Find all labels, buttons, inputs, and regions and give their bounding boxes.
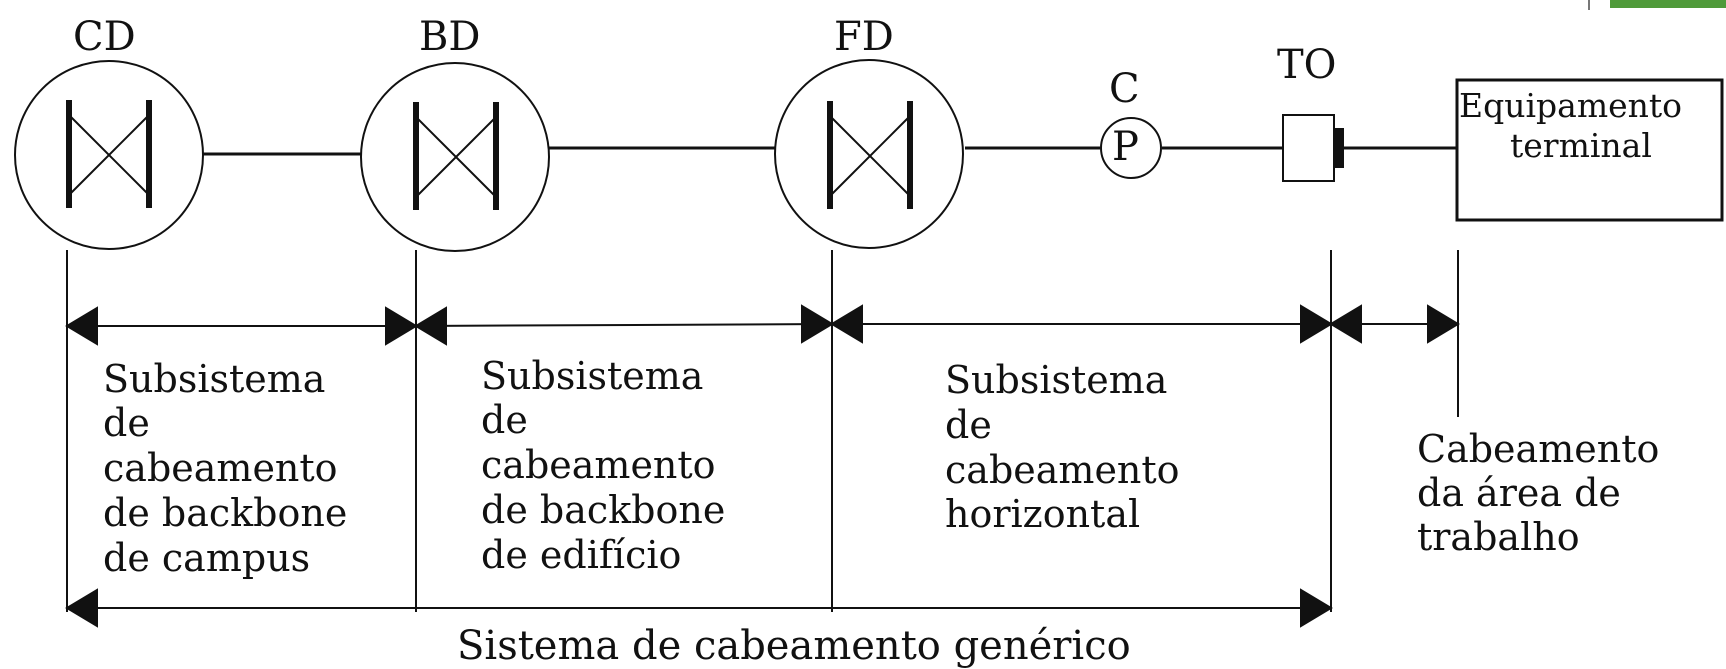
svg-text:de backbone: de backbone	[481, 488, 725, 532]
generic-system-arrow	[65, 588, 1333, 628]
terminal-label-line1: Equipamento	[1459, 86, 1682, 125]
cp-label-bottom: P	[1112, 124, 1139, 170]
fd-distributor-node	[774, 59, 964, 249]
svg-text:cabeamento: cabeamento	[481, 443, 716, 487]
svg-text:de campus: de campus	[103, 536, 310, 580]
svg-text:de backbone: de backbone	[103, 491, 347, 535]
svg-text:de: de	[103, 401, 150, 445]
boundary-lines	[66, 250, 1459, 612]
svg-text:de edifício: de edifício	[481, 533, 681, 577]
svg-text:Subsistema: Subsistema	[103, 357, 325, 401]
building-backbone-label: Subsistema de cabeamento de backbone de …	[481, 354, 725, 577]
cp-circle	[1100, 117, 1162, 179]
svg-text:cabeamento: cabeamento	[945, 448, 1180, 492]
svg-text:Subsistema: Subsistema	[945, 358, 1167, 402]
svg-text:horizontal: horizontal	[945, 492, 1140, 536]
subsystem-span-arrows	[65, 304, 1460, 346]
svg-text:da área de: da área de	[1417, 471, 1621, 515]
to-outlet-node	[1282, 114, 1344, 182]
bd-label: BD	[419, 14, 480, 60]
horizontal-cabling-label: Subsistema de cabeamento horizontal	[945, 358, 1180, 536]
generic-system-label: Sistema de cabeamento genérico	[457, 623, 1131, 669]
campus-backbone-label: Subsistema de cabeamento de backbone de …	[103, 357, 347, 580]
terminal-equipment-box	[1455, 78, 1724, 222]
cp-label-top: C	[1109, 66, 1140, 112]
cd-distributor-node	[14, 60, 204, 250]
svg-text:de: de	[481, 398, 528, 442]
work-area-cabling-label: Cabeamento da área de trabalho	[1417, 427, 1659, 559]
fd-label: FD	[834, 14, 894, 60]
svg-text:Subsistema: Subsistema	[481, 354, 703, 398]
to-label: TO	[1277, 42, 1336, 88]
svg-text:trabalho: trabalho	[1417, 515, 1580, 559]
corner-decoration	[1610, 0, 1726, 8]
terminal-label-line2: terminal	[1510, 126, 1652, 165]
bd-distributor-node	[360, 62, 550, 252]
svg-text:de: de	[945, 403, 992, 447]
cd-label: CD	[73, 14, 136, 60]
svg-text:cabeamento: cabeamento	[103, 446, 338, 490]
svg-text:Cabeamento: Cabeamento	[1417, 427, 1659, 471]
